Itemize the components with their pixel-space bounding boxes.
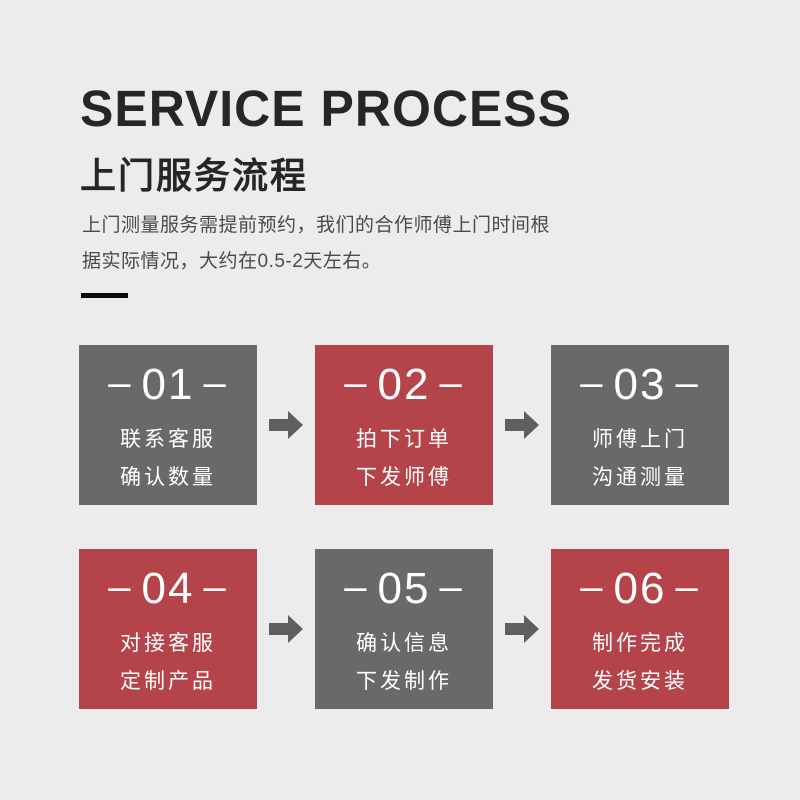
step-number-value: 01 bbox=[141, 360, 195, 409]
arrow-right-icon bbox=[269, 615, 303, 643]
step-number-value: 04 bbox=[141, 564, 195, 613]
step-text: 师傅上门 沟通测量 bbox=[592, 421, 688, 497]
step-number: – 03 – bbox=[571, 361, 708, 409]
dash-left: – bbox=[344, 565, 369, 609]
step-number: – 06 – bbox=[571, 565, 708, 613]
process-flow: – 01 – 联系客服 确认数量 – 02 – bbox=[79, 345, 729, 709]
dash-right: – bbox=[675, 361, 700, 405]
step-number-value: 03 bbox=[613, 360, 667, 409]
step-text: 联系客服 确认数量 bbox=[120, 421, 216, 497]
dash-right: – bbox=[675, 565, 700, 609]
flow-row-1: – 01 – 联系客服 确认数量 – 02 – bbox=[79, 345, 729, 505]
step-number-value: 02 bbox=[377, 360, 431, 409]
dash-right: – bbox=[203, 565, 228, 609]
arrow-right-icon bbox=[269, 411, 303, 439]
dash-right: – bbox=[439, 565, 464, 609]
step-number-value: 06 bbox=[613, 564, 667, 613]
step-text-line: 下发制作 bbox=[356, 670, 452, 693]
arrow-right-icon bbox=[505, 411, 539, 439]
arrow-cell bbox=[257, 549, 315, 709]
step-text-line: 定制产品 bbox=[120, 670, 216, 693]
arrow-cell bbox=[493, 345, 551, 505]
step-box-04: – 04 – 对接客服 定制产品 bbox=[79, 549, 257, 709]
step-text-line: 联系客服 bbox=[120, 428, 216, 451]
dash-left: – bbox=[580, 361, 605, 405]
description-line: 上门测量服务需提前预约，我们的合作师傅上门时间根 bbox=[82, 215, 551, 236]
dash-left: – bbox=[108, 361, 133, 405]
flow-row-2: – 04 – 对接客服 定制产品 – 05 – bbox=[79, 549, 729, 709]
step-text-line: 师傅上门 bbox=[592, 428, 688, 451]
header: SERVICE PROCESS 上门服务流程 bbox=[80, 82, 740, 199]
step-number: – 04 – bbox=[99, 565, 236, 613]
step-text: 制作完成 发货安装 bbox=[592, 625, 688, 701]
description-line: 据实际情况，大约在0.5-2天左右。 bbox=[82, 251, 382, 272]
arrow-right-icon bbox=[505, 615, 539, 643]
step-text-line: 沟通测量 bbox=[592, 466, 688, 489]
arrow-cell bbox=[257, 345, 315, 505]
step-text-line: 确认数量 bbox=[120, 466, 216, 489]
step-text-line: 对接客服 bbox=[120, 632, 216, 655]
step-box-02: – 02 – 拍下订单 下发师傅 bbox=[315, 345, 493, 505]
dash-right: – bbox=[439, 361, 464, 405]
step-text-line: 制作完成 bbox=[592, 632, 688, 655]
step-text-line: 发货安装 bbox=[592, 670, 688, 693]
step-number: – 01 – bbox=[99, 361, 236, 409]
step-box-06: – 06 – 制作完成 发货安装 bbox=[551, 549, 729, 709]
step-box-01: – 01 – 联系客服 确认数量 bbox=[79, 345, 257, 505]
step-text-line: 拍下订单 bbox=[356, 428, 452, 451]
step-text: 对接客服 定制产品 bbox=[120, 625, 216, 701]
description-text: 上门测量服务需提前预约，我们的合作师傅上门时间根 据实际情况，大约在0.5-2天… bbox=[82, 208, 562, 280]
step-text-line: 确认信息 bbox=[356, 632, 452, 655]
dash-left: – bbox=[580, 565, 605, 609]
dash-right: – bbox=[203, 361, 228, 405]
step-text: 拍下订单 下发师傅 bbox=[356, 421, 452, 497]
page-title: SERVICE PROCESS bbox=[80, 79, 573, 138]
step-number-value: 05 bbox=[377, 564, 431, 613]
step-text: 确认信息 下发制作 bbox=[356, 625, 452, 701]
dash-left: – bbox=[108, 565, 133, 609]
step-number: – 05 – bbox=[335, 565, 472, 613]
step-number: – 02 – bbox=[335, 361, 472, 409]
step-box-05: – 05 – 确认信息 下发制作 bbox=[315, 549, 493, 709]
step-text-line: 下发师傅 bbox=[356, 466, 452, 489]
arrow-cell bbox=[493, 549, 551, 709]
step-box-03: – 03 – 师傅上门 沟通测量 bbox=[551, 345, 729, 505]
divider-line bbox=[81, 293, 128, 298]
dash-left: – bbox=[344, 361, 369, 405]
page-subtitle: 上门服务流程 bbox=[80, 154, 309, 196]
